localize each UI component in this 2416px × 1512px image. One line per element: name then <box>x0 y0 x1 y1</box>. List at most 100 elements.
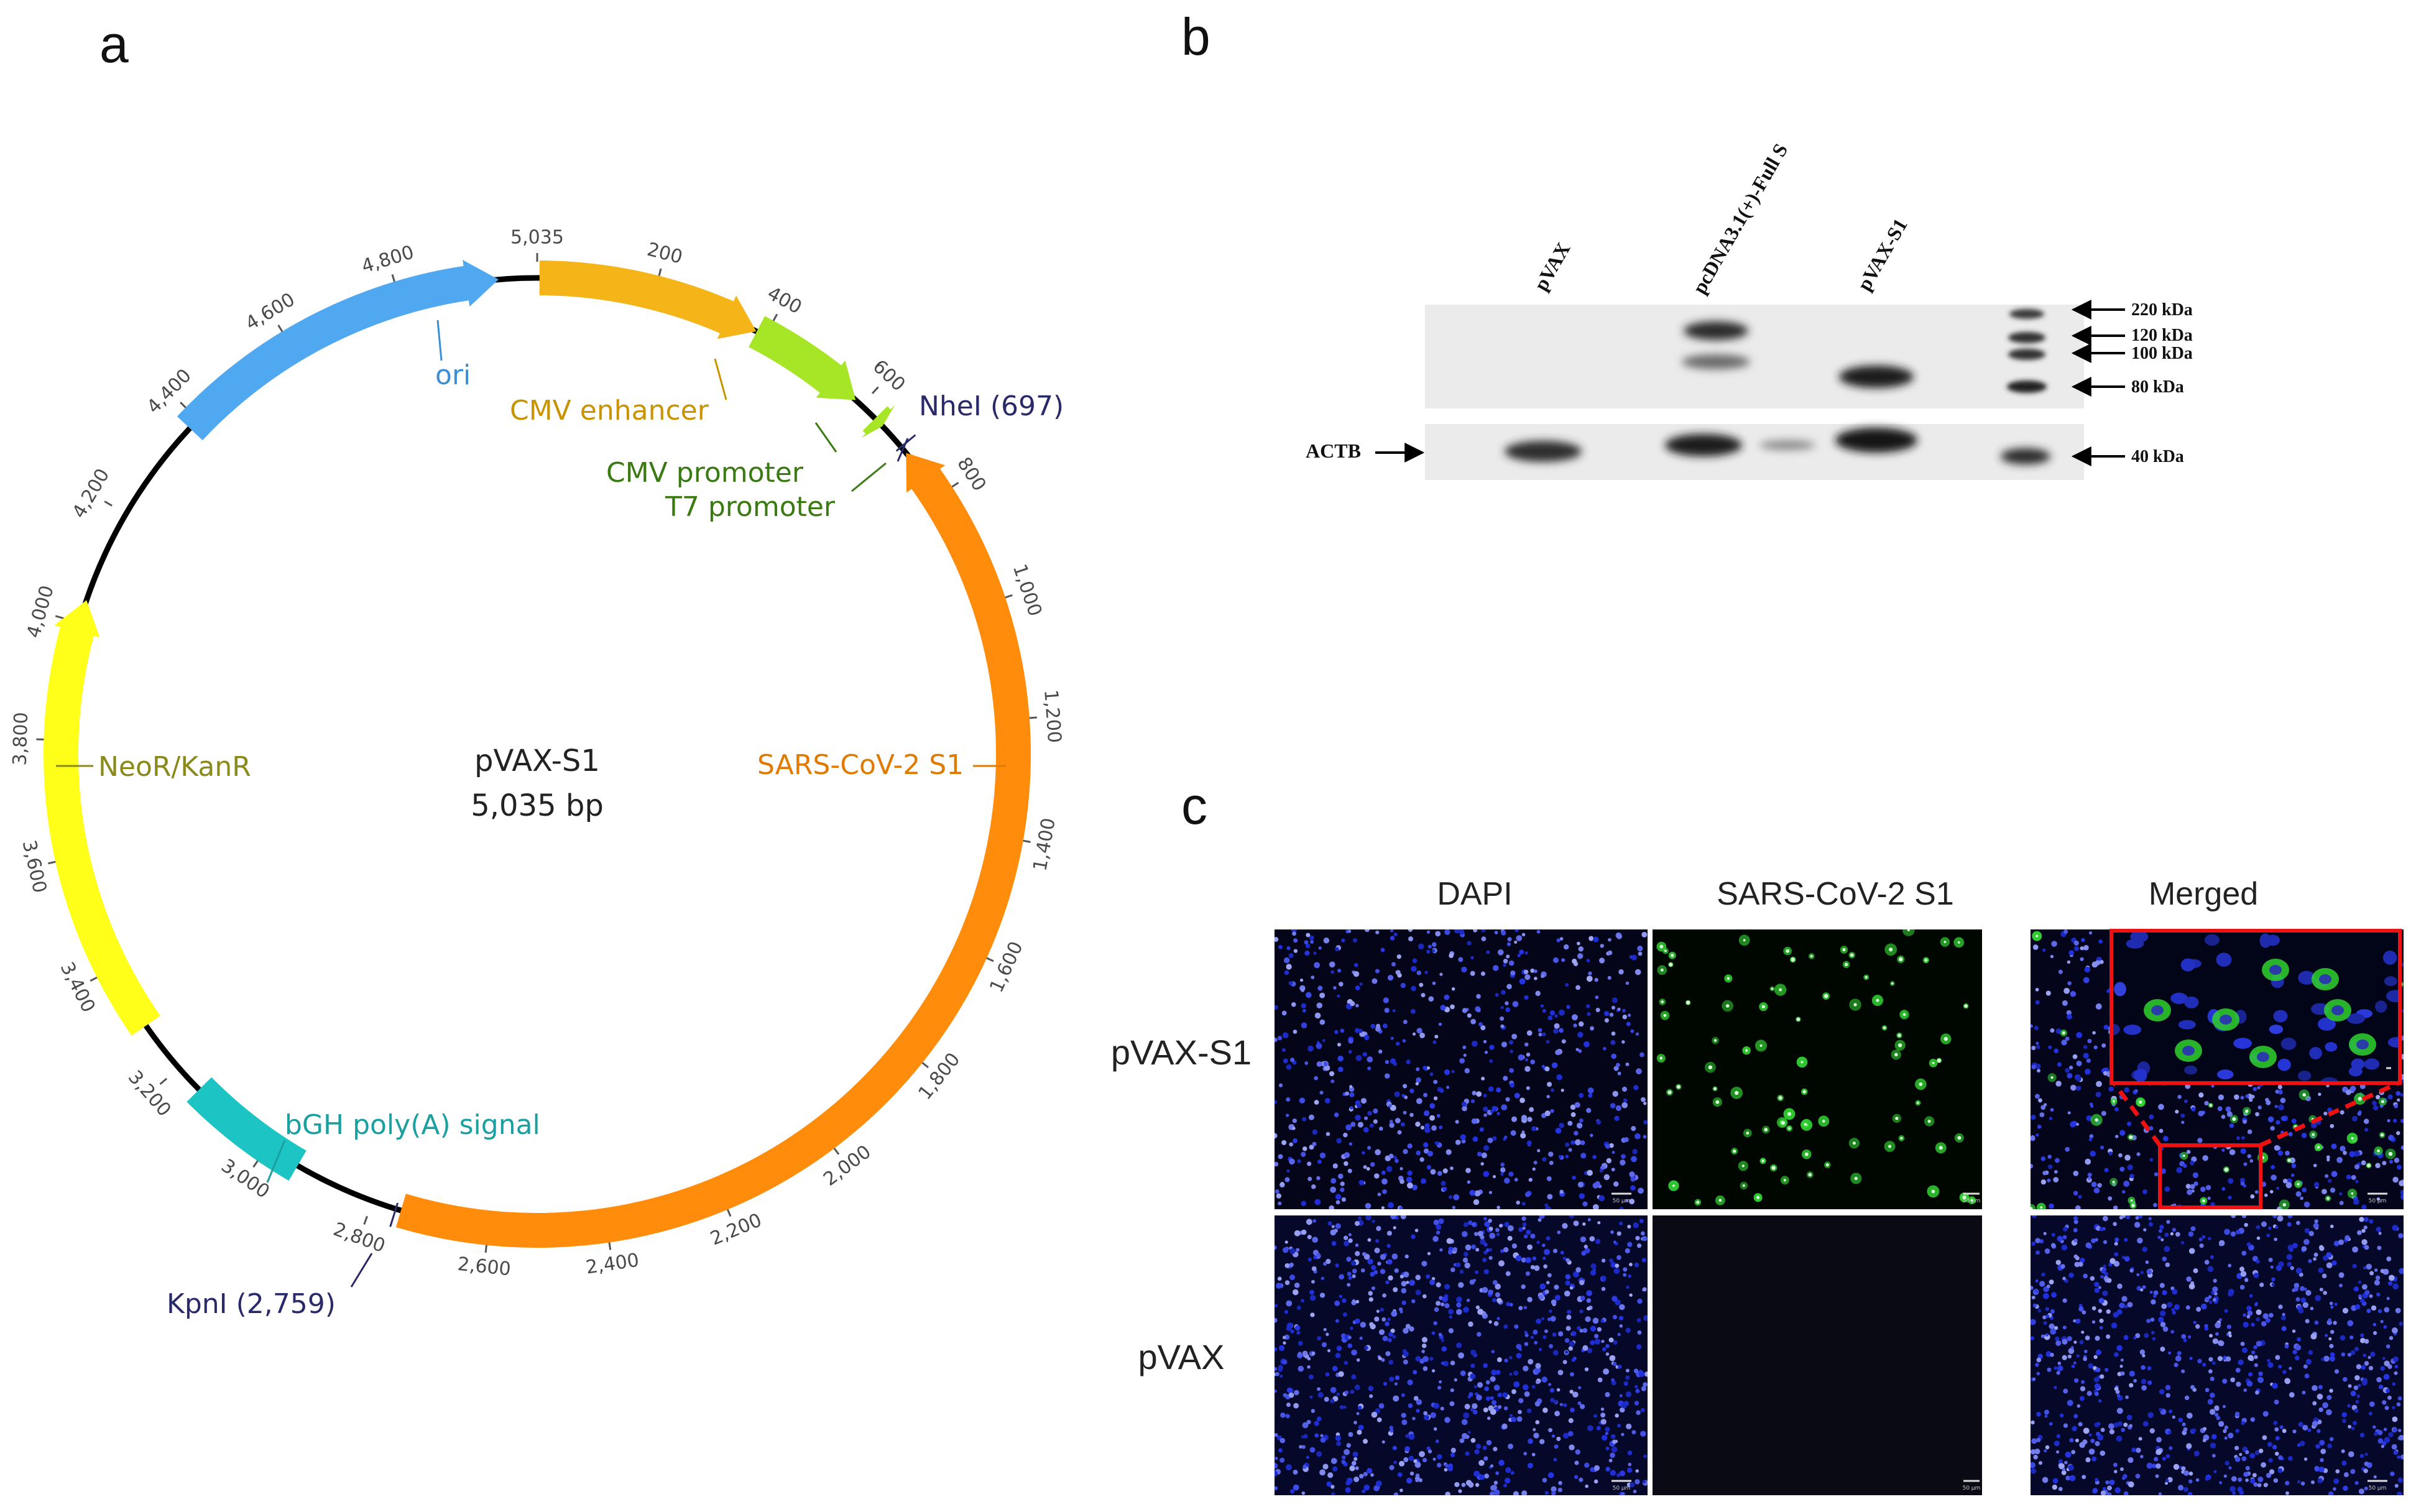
nucleus <box>1538 1348 1542 1352</box>
nucleus <box>1365 1215 1372 1220</box>
nucleus <box>1555 1049 1561 1056</box>
actb-band-s1 <box>1835 428 1917 453</box>
nucleus <box>1505 1477 1511 1484</box>
nucleus <box>2031 1295 2036 1300</box>
nucleus <box>2180 1113 2185 1118</box>
nucleus <box>1288 981 1293 985</box>
green-cell-core <box>1802 1090 1806 1094</box>
nucleus <box>2038 1098 2042 1103</box>
nucleus <box>1374 1247 1380 1253</box>
nucleus <box>1401 1393 1405 1397</box>
nucleus <box>2095 1092 2101 1097</box>
nucleus <box>1454 1378 1458 1382</box>
nucleus <box>2308 1230 2314 1237</box>
nucleus <box>1415 1082 1419 1086</box>
nucleus <box>1389 1122 1395 1128</box>
nucleus <box>1620 1159 1626 1166</box>
nucleus <box>1574 1139 1581 1146</box>
nucleus <box>1524 1330 1528 1334</box>
green-cell-core <box>1964 1004 1968 1008</box>
nucleus <box>1469 1279 1475 1285</box>
nucleus <box>1562 1256 1567 1260</box>
green-cell-core <box>1895 1117 1899 1120</box>
nucleus <box>2068 950 2075 956</box>
nucleus <box>2287 1222 2292 1227</box>
nucleus <box>1610 1040 1616 1045</box>
nucleus <box>1465 1451 1470 1456</box>
nucleus <box>2217 1356 2223 1362</box>
nucleus <box>1627 1242 1633 1247</box>
nucleus <box>1282 1032 1289 1038</box>
nucleus <box>1600 1319 1605 1323</box>
inset-green-nucleus <box>2331 1005 2344 1015</box>
label-neor-kanr: NeoR/KanR <box>98 751 251 783</box>
nucleus <box>1326 1332 1329 1336</box>
zoom-connector-right <box>2259 1081 2400 1148</box>
nucleus <box>2334 1302 2338 1306</box>
nucleus <box>2345 1235 2350 1241</box>
nucleus <box>1385 1321 1390 1327</box>
nucleus <box>2361 1284 2368 1290</box>
nucleus <box>1463 1306 1469 1313</box>
nucleus <box>2310 1333 2317 1340</box>
nucleus <box>1282 1359 1288 1365</box>
nucleus <box>1532 1167 1536 1171</box>
nucleus <box>2229 1149 2236 1156</box>
actb-band-smear <box>1759 440 1815 450</box>
nucleus <box>1434 1307 1439 1312</box>
nucleus <box>2181 1334 2187 1339</box>
nucleus <box>2181 1120 2185 1124</box>
nucleus <box>1381 1178 1388 1185</box>
nucleus <box>1334 1030 1339 1035</box>
tick-label: 1,000 <box>1008 561 1046 619</box>
nucleus <box>1587 1218 1591 1222</box>
nucleus <box>1436 1230 1441 1235</box>
nucleus <box>2076 1060 2082 1067</box>
nucleus <box>1294 1390 1299 1396</box>
nucleus <box>2103 1240 2108 1245</box>
nucleus <box>2093 1366 2097 1370</box>
nucleus <box>1472 1136 1478 1142</box>
nucleus <box>2095 1349 2102 1355</box>
nucleus <box>2400 1118 2404 1123</box>
nucleus <box>1561 1039 1566 1044</box>
nucleus <box>2100 1490 2106 1495</box>
nucleus <box>1288 1392 1294 1398</box>
green-cell-core <box>1943 1036 1948 1041</box>
nucleus <box>1316 1416 1322 1422</box>
nucleus <box>2397 1098 2400 1102</box>
nucleus <box>1319 1293 1326 1298</box>
nucleus <box>2228 1196 2232 1200</box>
nucleus <box>2031 1135 2036 1140</box>
nucleus <box>2390 1471 2395 1477</box>
nucleus <box>2371 1305 2377 1311</box>
nucleus <box>1373 1485 1380 1491</box>
nucleus <box>2341 1449 2345 1454</box>
nucleus <box>1489 1044 1495 1050</box>
nucleus <box>2113 1462 2118 1467</box>
nucleus <box>1625 1391 1632 1398</box>
nucleus <box>2282 1370 2287 1374</box>
nucleus <box>2114 1242 2118 1246</box>
nucleus <box>2370 1352 2376 1357</box>
nucleus <box>2320 1458 2324 1462</box>
nucleus <box>2262 1313 2269 1319</box>
nucleus <box>1615 1413 1619 1418</box>
nucleus <box>2298 1421 2303 1427</box>
nucleus <box>1542 1008 1546 1013</box>
nucleus <box>1508 1040 1514 1045</box>
nucleus <box>2318 1245 2324 1250</box>
nucleus <box>2063 1388 2068 1394</box>
nucleus <box>2177 1094 2182 1099</box>
nucleus <box>2047 1178 2051 1182</box>
nucleus <box>1535 1363 1541 1369</box>
nucleus <box>2234 1411 2240 1417</box>
nucleus <box>1617 1071 1621 1076</box>
nucleus <box>1527 1244 1533 1250</box>
nucleus <box>1450 1388 1454 1393</box>
nucleus <box>2218 1421 2225 1427</box>
nucleus <box>2044 1248 2050 1254</box>
nucleus <box>2197 1358 2202 1364</box>
nucleus <box>1595 1238 1601 1245</box>
